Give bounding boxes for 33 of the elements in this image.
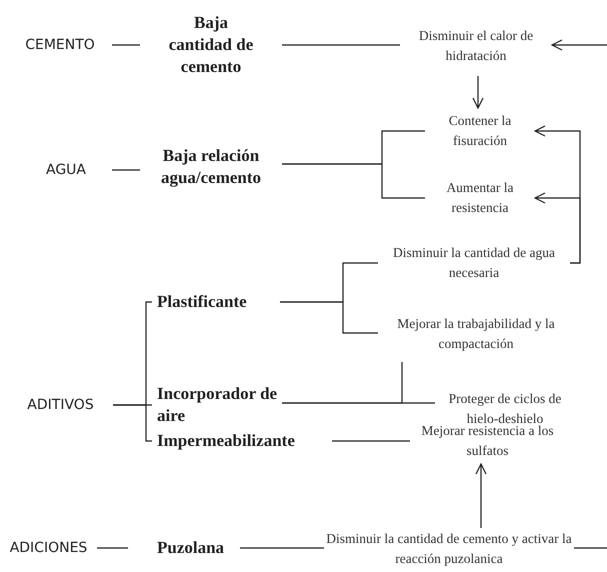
category-label: ADICIONES — [8, 540, 88, 556]
measure-label: Baja relación agua/cemento — [160, 144, 262, 189]
connector-line — [282, 44, 400, 46]
connector-line — [280, 301, 378, 334]
category-label: AGUA — [44, 162, 87, 178]
arrow — [475, 463, 487, 528]
effect-label: Mejorar resistencia a los sulfatos — [420, 423, 555, 460]
measure-label: Baja cantidad de cemento — [168, 12, 254, 78]
effect-label: Aumentar la resistencia — [445, 179, 515, 217]
connector-line — [112, 44, 140, 46]
arrow — [472, 76, 484, 109]
effect-label: Disminuir la cantidad de cemento y activar la reacción puzolanica — [325, 530, 573, 568]
connector-line — [282, 362, 403, 404]
connector-line — [113, 404, 152, 442]
effect-label: Disminuir el calor de hidratación — [418, 27, 534, 65]
connector-line — [282, 163, 425, 199]
connector-line — [574, 547, 607, 549]
category-label: CEMENTO — [24, 37, 96, 53]
connector-line — [97, 547, 128, 549]
arrow — [534, 192, 581, 264]
measure-label: Impermeabilizante — [157, 430, 296, 452]
measure-label: Puzolana — [157, 536, 226, 559]
connector-line — [332, 440, 410, 442]
effect-label: Mejorar la trabajabilidad y la compactación — [396, 315, 556, 353]
effect-label: Disminuir la cantidad de agua necesaria — [392, 244, 556, 282]
connector-line — [112, 169, 140, 171]
effect-label: Proteger de ciclos de hielo-deshielo — [448, 390, 562, 426]
category-label: ADITIVOS — [26, 397, 95, 413]
connector-line — [240, 547, 324, 549]
measure-label: Plastificante — [157, 290, 248, 313]
measure-label: Incorporador de aire — [157, 382, 278, 427]
arrow — [551, 39, 607, 51]
effect-label: Contener la fisuración — [448, 112, 512, 150]
